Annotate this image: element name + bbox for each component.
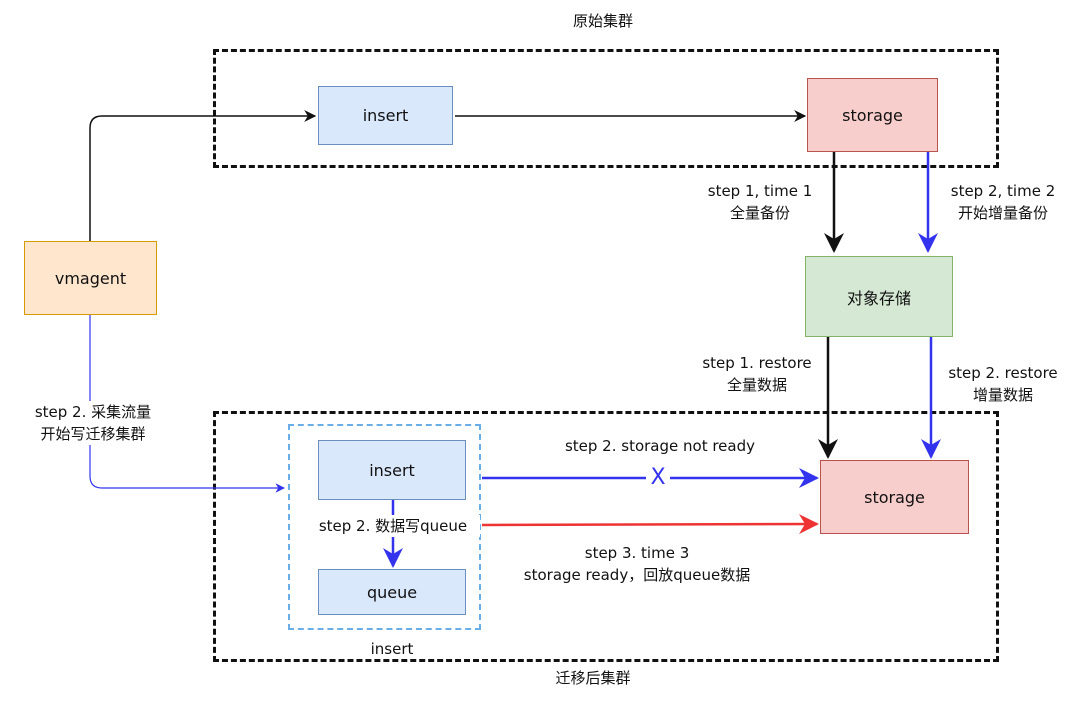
queue-label: queue [366,582,418,602]
original-cluster-title: 原始集群 [572,12,633,30]
step2-backup-line2: 开始增量备份 [957,204,1048,222]
edge-vmagent-to-migrated-insert [89,315,285,493]
storage-top-node: storage [807,78,938,152]
storage-top-label: storage [842,105,903,125]
queue-node: queue [318,569,466,615]
step2-backup-label: step 2, time 2 开始增量备份 [938,180,1068,224]
vmagent-node: vmagent [24,241,157,315]
edge-queue-replay-to-storage [481,514,819,535]
insert-bottom-node: insert [318,440,466,500]
step1-restore-line2: 全量数据 [726,376,787,394]
replay-label: step 3. time 3 storage ready，回放queue数据 [512,542,762,586]
step2-restore-line1: step 2. restore [948,364,1058,382]
storage-bottom-node: storage [820,460,969,534]
vmagent-step-line2: 开始写迁移集群 [40,425,146,443]
step2-restore-label: step 2. restore 增量数据 [938,362,1068,406]
original-cluster-frame [213,49,999,168]
migrated-cluster-title: 迁移后集群 [555,669,631,687]
insert-bottom-label: insert [369,460,415,480]
migrated-cluster-frame [213,411,999,662]
step2-restore-line2: 增量数据 [972,386,1033,404]
object-storage-label: 对象存储 [846,288,911,308]
not-ready-label: step 2. storage not ready [564,437,756,455]
insert-group-label: insert [370,640,414,658]
insert-top-node: insert [318,86,453,145]
step1-backup-line1: step 1, time 1 [707,182,813,200]
queue-write-label: step 2. 数据写queue [306,515,480,537]
vmagent-label: vmagent [54,268,127,288]
vmagent-step-label: step 2. 采集流量 开始写迁移集群 [18,401,168,445]
step1-restore-line1: step 1. restore [702,354,812,372]
blocked-mark: X [646,466,670,490]
edge-vmagent-to-insert-top [89,110,317,241]
step1-restore-label: step 1. restore 全量数据 [692,352,822,396]
storage-bottom-label: storage [864,487,925,507]
replay-line2: storage ready，回放queue数据 [523,566,751,584]
replay-line1: step 3. time 3 [584,544,690,562]
step1-backup-label: step 1, time 1 全量备份 [700,180,820,224]
step1-backup-line2: 全量备份 [729,204,790,222]
insert-group-frame [288,424,481,630]
vmagent-step-line1: step 2. 采集流量 [34,403,152,421]
step2-backup-line1: step 2, time 2 [950,182,1056,200]
object-storage-node: 对象存储 [805,256,953,337]
insert-top-label: insert [362,106,409,125]
